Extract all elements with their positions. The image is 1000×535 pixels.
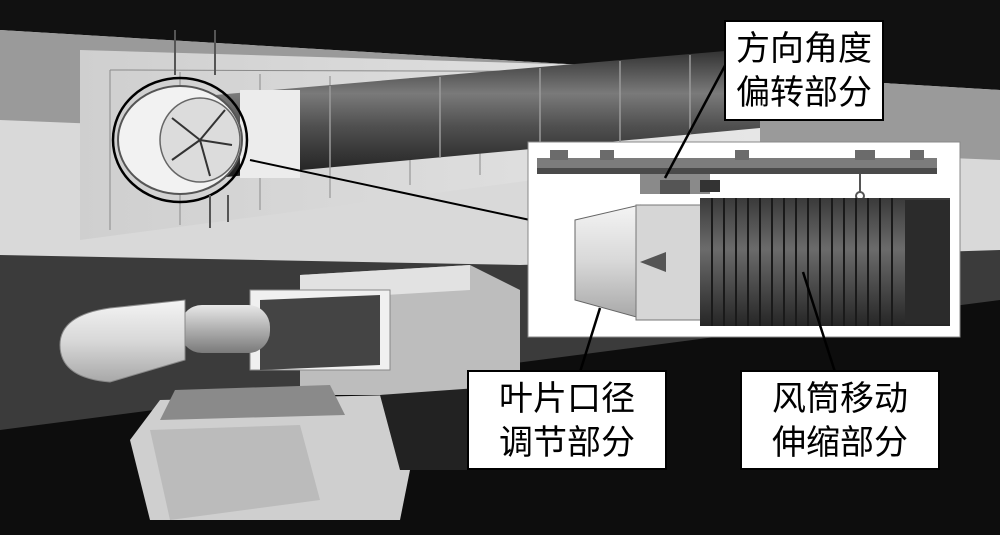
label-duct-line2: 伸缩部分 bbox=[772, 423, 908, 463]
cutting-boom bbox=[180, 305, 270, 353]
label-direction-line2: 偏转部分 bbox=[736, 73, 872, 113]
leader-duct bbox=[801, 271, 837, 373]
cutting-head bbox=[59, 299, 186, 383]
label-duct-line1: 风筒移动 bbox=[772, 379, 908, 419]
rail-brackets bbox=[550, 150, 924, 160]
label-blade-line1: 叶片口径 bbox=[499, 379, 635, 419]
blade-adjust-nozzle bbox=[574, 204, 641, 319]
connector-line bbox=[249, 159, 531, 221]
leader-lines bbox=[578, 59, 837, 373]
label-direction-line1: 方向角度 bbox=[736, 29, 872, 69]
label-blade-adjustment: 叶片口径 调节部分 bbox=[467, 370, 667, 470]
hanger-rods bbox=[174, 30, 229, 228]
leader-blade bbox=[578, 307, 602, 373]
leader-direction bbox=[663, 59, 730, 179]
air-duct bbox=[215, 48, 760, 178]
inset-detail bbox=[527, 141, 961, 338]
bellows-folds bbox=[711, 198, 893, 326]
support-rail bbox=[537, 158, 937, 168]
fan-blades-icon bbox=[171, 109, 233, 177]
label-blade-line2: 调节部分 bbox=[499, 423, 635, 463]
duct-rings bbox=[329, 55, 691, 168]
label-direction-deflection: 方向角度 偏转部分 bbox=[724, 20, 884, 121]
highlight-circle bbox=[111, 76, 249, 204]
label-duct-telescopic: 风筒移动 伸缩部分 bbox=[740, 370, 940, 470]
